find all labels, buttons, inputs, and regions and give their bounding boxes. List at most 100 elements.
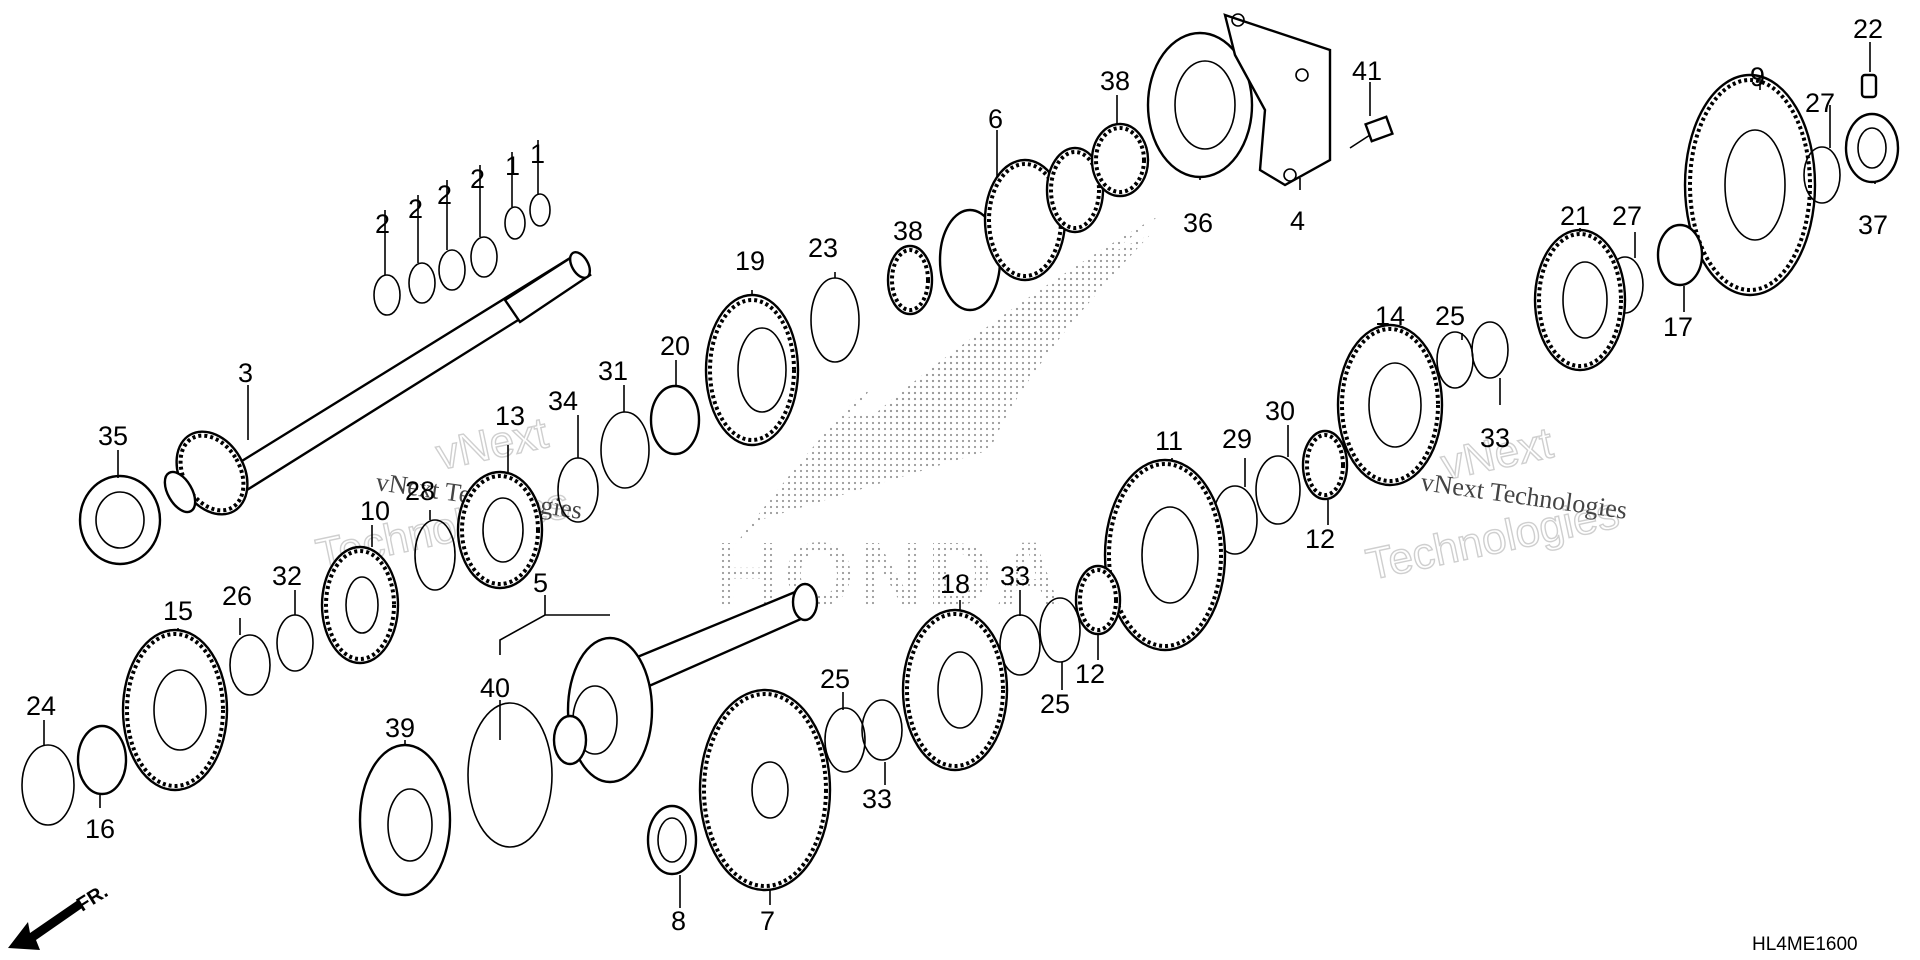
washer-30 [1255, 455, 1301, 525]
label-38: 38 [893, 216, 923, 246]
gear-14 [1336, 323, 1444, 487]
label-27: 27 [1612, 201, 1642, 231]
label-30: 30 [1265, 396, 1295, 426]
label-7: 7 [760, 906, 775, 936]
label-26: 26 [222, 581, 252, 611]
bushing-8 [646, 804, 698, 876]
label-33: 33 [1000, 561, 1030, 591]
label-34: 34 [548, 386, 578, 416]
mainshaft-3 [163, 251, 592, 516]
label-19: 19 [735, 246, 765, 276]
front-arrow-icon [8, 900, 82, 950]
label-23: 23 [808, 233, 838, 263]
label-12: 12 [1075, 659, 1105, 689]
clip-32 [276, 614, 314, 672]
label-16: 16 [85, 814, 115, 844]
washer-27-upper [1803, 146, 1841, 204]
label-29: 29 [1222, 424, 1252, 454]
countershaft-5 [552, 582, 819, 784]
label-33: 33 [862, 784, 892, 814]
label-4: 4 [1290, 206, 1305, 236]
gear-19 [704, 293, 800, 447]
gear-21 [1533, 228, 1627, 372]
diagram-code: HL4ME1600 [1752, 934, 1858, 955]
label-10: 10 [360, 496, 390, 526]
label-37: 37 [1858, 210, 1888, 240]
gear-11 [1103, 458, 1227, 652]
label-20: 20 [660, 331, 690, 361]
label-5: 5 [533, 568, 548, 598]
label-31: 31 [598, 356, 628, 386]
label-3: 3 [238, 358, 253, 388]
bolt-41 [1349, 115, 1394, 149]
bearing-38-upper [1090, 122, 1150, 198]
front-direction-label: FR. [73, 881, 112, 917]
clip-33-lower [861, 699, 903, 761]
watermark-vnext: vNext [432, 408, 552, 479]
label-2: 2 [437, 180, 452, 210]
washers-left [414, 384, 701, 591]
bearing-12-upper [1301, 429, 1349, 501]
washer-26 [229, 634, 271, 696]
label-8: 8 [671, 906, 686, 936]
bearing-37 [1844, 112, 1900, 184]
label-15: 15 [163, 596, 193, 626]
pin-22 [1860, 73, 1878, 99]
gear-13 [456, 470, 544, 590]
front-direction-indicator: FR. [8, 881, 112, 950]
label-25: 25 [1435, 301, 1465, 331]
label-24: 24 [26, 691, 56, 721]
label-14: 14 [1375, 301, 1405, 331]
label-9: 9 [1750, 62, 1765, 92]
label-18: 18 [940, 569, 970, 599]
label-41: 41 [1352, 56, 1382, 86]
washer-25-upper [1436, 331, 1474, 389]
label-12: 12 [1305, 524, 1335, 554]
label-6: 6 [988, 104, 1003, 134]
washer-25-middle [1039, 597, 1081, 663]
label-2: 2 [470, 164, 485, 194]
label-32: 32 [272, 561, 302, 591]
washer-23-bearing-38 [810, 244, 934, 363]
washer-25-lower [824, 707, 866, 773]
label-2: 2 [408, 194, 423, 224]
gear-6 [938, 146, 1105, 312]
callout-labels: 1 1 2 2 2 2 3 4 5 6 7 8 9 10 11 12 12 13… [26, 14, 1888, 936]
label-1: 1 [505, 151, 520, 181]
gear-15 [121, 628, 229, 792]
gear-10 [320, 545, 400, 665]
brand-wing-mark: HONDA [715, 215, 1160, 625]
label-25: 25 [1040, 689, 1070, 719]
shims-1-2 [373, 193, 551, 316]
bearing-12-lower [1074, 564, 1122, 636]
bearing-35 [78, 474, 162, 566]
label-39: 39 [385, 713, 415, 743]
label-21: 21 [1560, 201, 1590, 231]
leader-lines [43, 42, 1876, 908]
label-28: 28 [405, 476, 435, 506]
washer-24 [21, 744, 75, 826]
label-33: 33 [1480, 423, 1510, 453]
label-25: 25 [820, 664, 850, 694]
gear-7 [698, 688, 832, 892]
label-1: 1 [530, 139, 545, 169]
bushing-17 [1656, 223, 1704, 287]
label-17: 17 [1663, 312, 1693, 342]
label-11: 11 [1155, 426, 1183, 456]
label-38: 38 [1100, 66, 1130, 96]
label-35: 35 [98, 421, 128, 451]
clip-33-upper [1471, 321, 1509, 379]
label-22: 22 [1853, 14, 1883, 44]
bushing-16 [76, 724, 128, 796]
gear-9 [1683, 73, 1817, 297]
seal-39 [358, 743, 452, 897]
label-40: 40 [480, 673, 510, 703]
label-27: 27 [1805, 88, 1835, 118]
label-36: 36 [1183, 208, 1213, 238]
plate-4 [1223, 13, 1332, 187]
label-2: 2 [375, 209, 390, 239]
label-13: 13 [495, 401, 525, 431]
gear-18 [901, 608, 1009, 772]
oring-40 [467, 702, 553, 848]
